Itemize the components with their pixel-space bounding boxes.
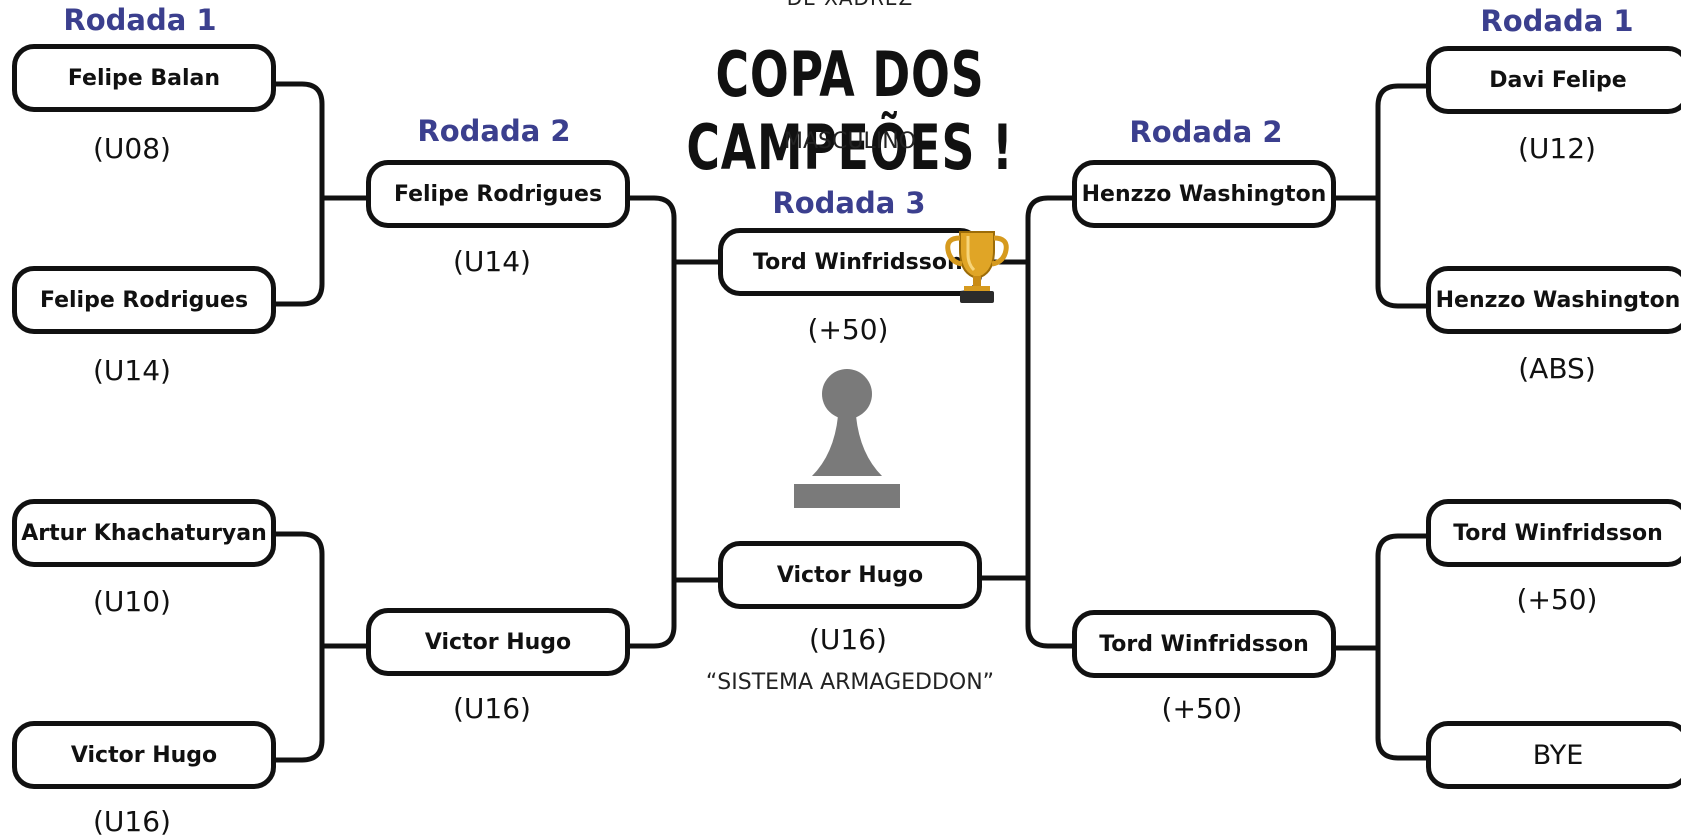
event-caption: DE XADREZ [690,0,1010,10]
connector [1375,533,1428,761]
division-label: MASCULINO [784,129,916,154]
player-category: (U16) [93,805,171,838]
connector [272,81,325,307]
player-category: (+50) [807,313,889,346]
connector [1375,83,1428,309]
trophy-icon [945,231,1009,303]
player-box-right-r1-2: Henzzo Washington [1426,266,1681,334]
player-box-right-r2-2: Tord Winfridsson [1072,610,1336,678]
round-heading-right-r1: Rodada 1 [1480,4,1634,38]
player-box-right-r1-1: Davi Felipe [1426,46,1681,114]
player-category: (U08) [93,132,171,165]
player-box-r3-2: Victor Hugo [718,541,982,609]
round-heading-left-r2: Rodada 2 [417,114,571,148]
player-box-left-r1-4: Victor Hugo [12,721,276,789]
player-category: (ABS) [1518,352,1596,385]
player-box-left-r2-1: Felipe Rodrigues [366,160,630,228]
player-category: (U14) [93,354,171,387]
format-note: “SISTEMA ARMAGEDDON” [705,670,995,695]
player-box-right-r1-4: BYE [1426,721,1681,789]
player-category: (U14) [453,245,531,278]
player-box-left-r1-3: Artur Khachaturyan [12,499,276,567]
connector [272,531,325,763]
page-title: COPA DOS CAMPEÕES ! [686,38,1014,184]
player-category: (U12) [1518,132,1596,165]
connector [1025,195,1072,649]
player-category: (+50) [1516,583,1598,616]
connector [628,195,677,649]
player-category: (+50) [1161,692,1243,725]
player-box-right-r1-3: Tord Winfridsson [1426,499,1681,567]
player-category: (U16) [453,692,531,725]
player-box-left-r2-2: Victor Hugo [366,608,630,676]
player-box-left-r1-2: Felipe Rodrigues [12,266,276,334]
round-heading-r3: Rodada 3 [772,186,926,220]
chess-pawn-icon [794,369,900,508]
player-box-r3-1: Tord Winfridsson [718,228,982,296]
round-heading-right-r2: Rodada 2 [1129,115,1283,149]
round-heading-left-r1: Rodada 1 [63,3,217,37]
player-box-left-r1-1: Felipe Balan [12,44,276,112]
player-box-right-r2-1: Henzzo Washington [1072,160,1336,228]
player-category: (U16) [809,623,887,656]
player-category: (U10) [93,585,171,618]
